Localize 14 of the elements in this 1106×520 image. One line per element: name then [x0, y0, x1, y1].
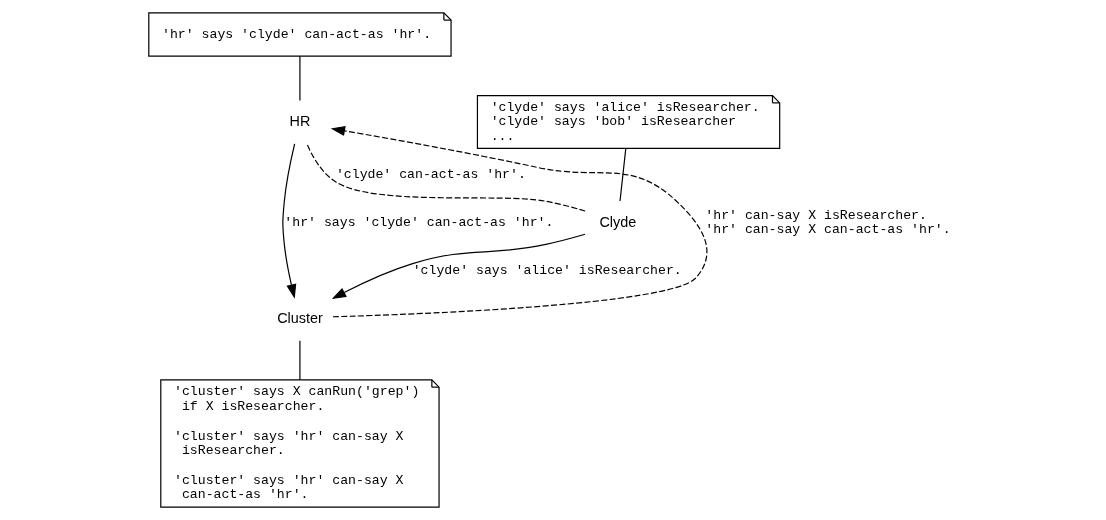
arrow	[330, 125, 708, 318]
arrow	[331, 233, 586, 300]
edge-label: 'clyde' says 'alice' isResearcher.	[412, 263, 682, 279]
edge-label: 'hr' says 'clyde' can-act-as 'hr'.	[284, 215, 554, 231]
edge-label: 'hr' can-say X isResearcher. 'hr' can-say X can-act-as 'hr'.	[705, 207, 951, 238]
connector	[299, 55, 301, 102]
arrow	[282, 143, 297, 299]
connector	[306, 143, 586, 212]
node-text: Cluster	[277, 309, 323, 326]
node-text: HR	[289, 112, 311, 129]
edge-label: 'clyde' can-act-as 'hr'.	[335, 167, 526, 183]
connector	[299, 340, 301, 381]
node-text: Clyde	[599, 213, 637, 230]
connector	[619, 148, 627, 202]
